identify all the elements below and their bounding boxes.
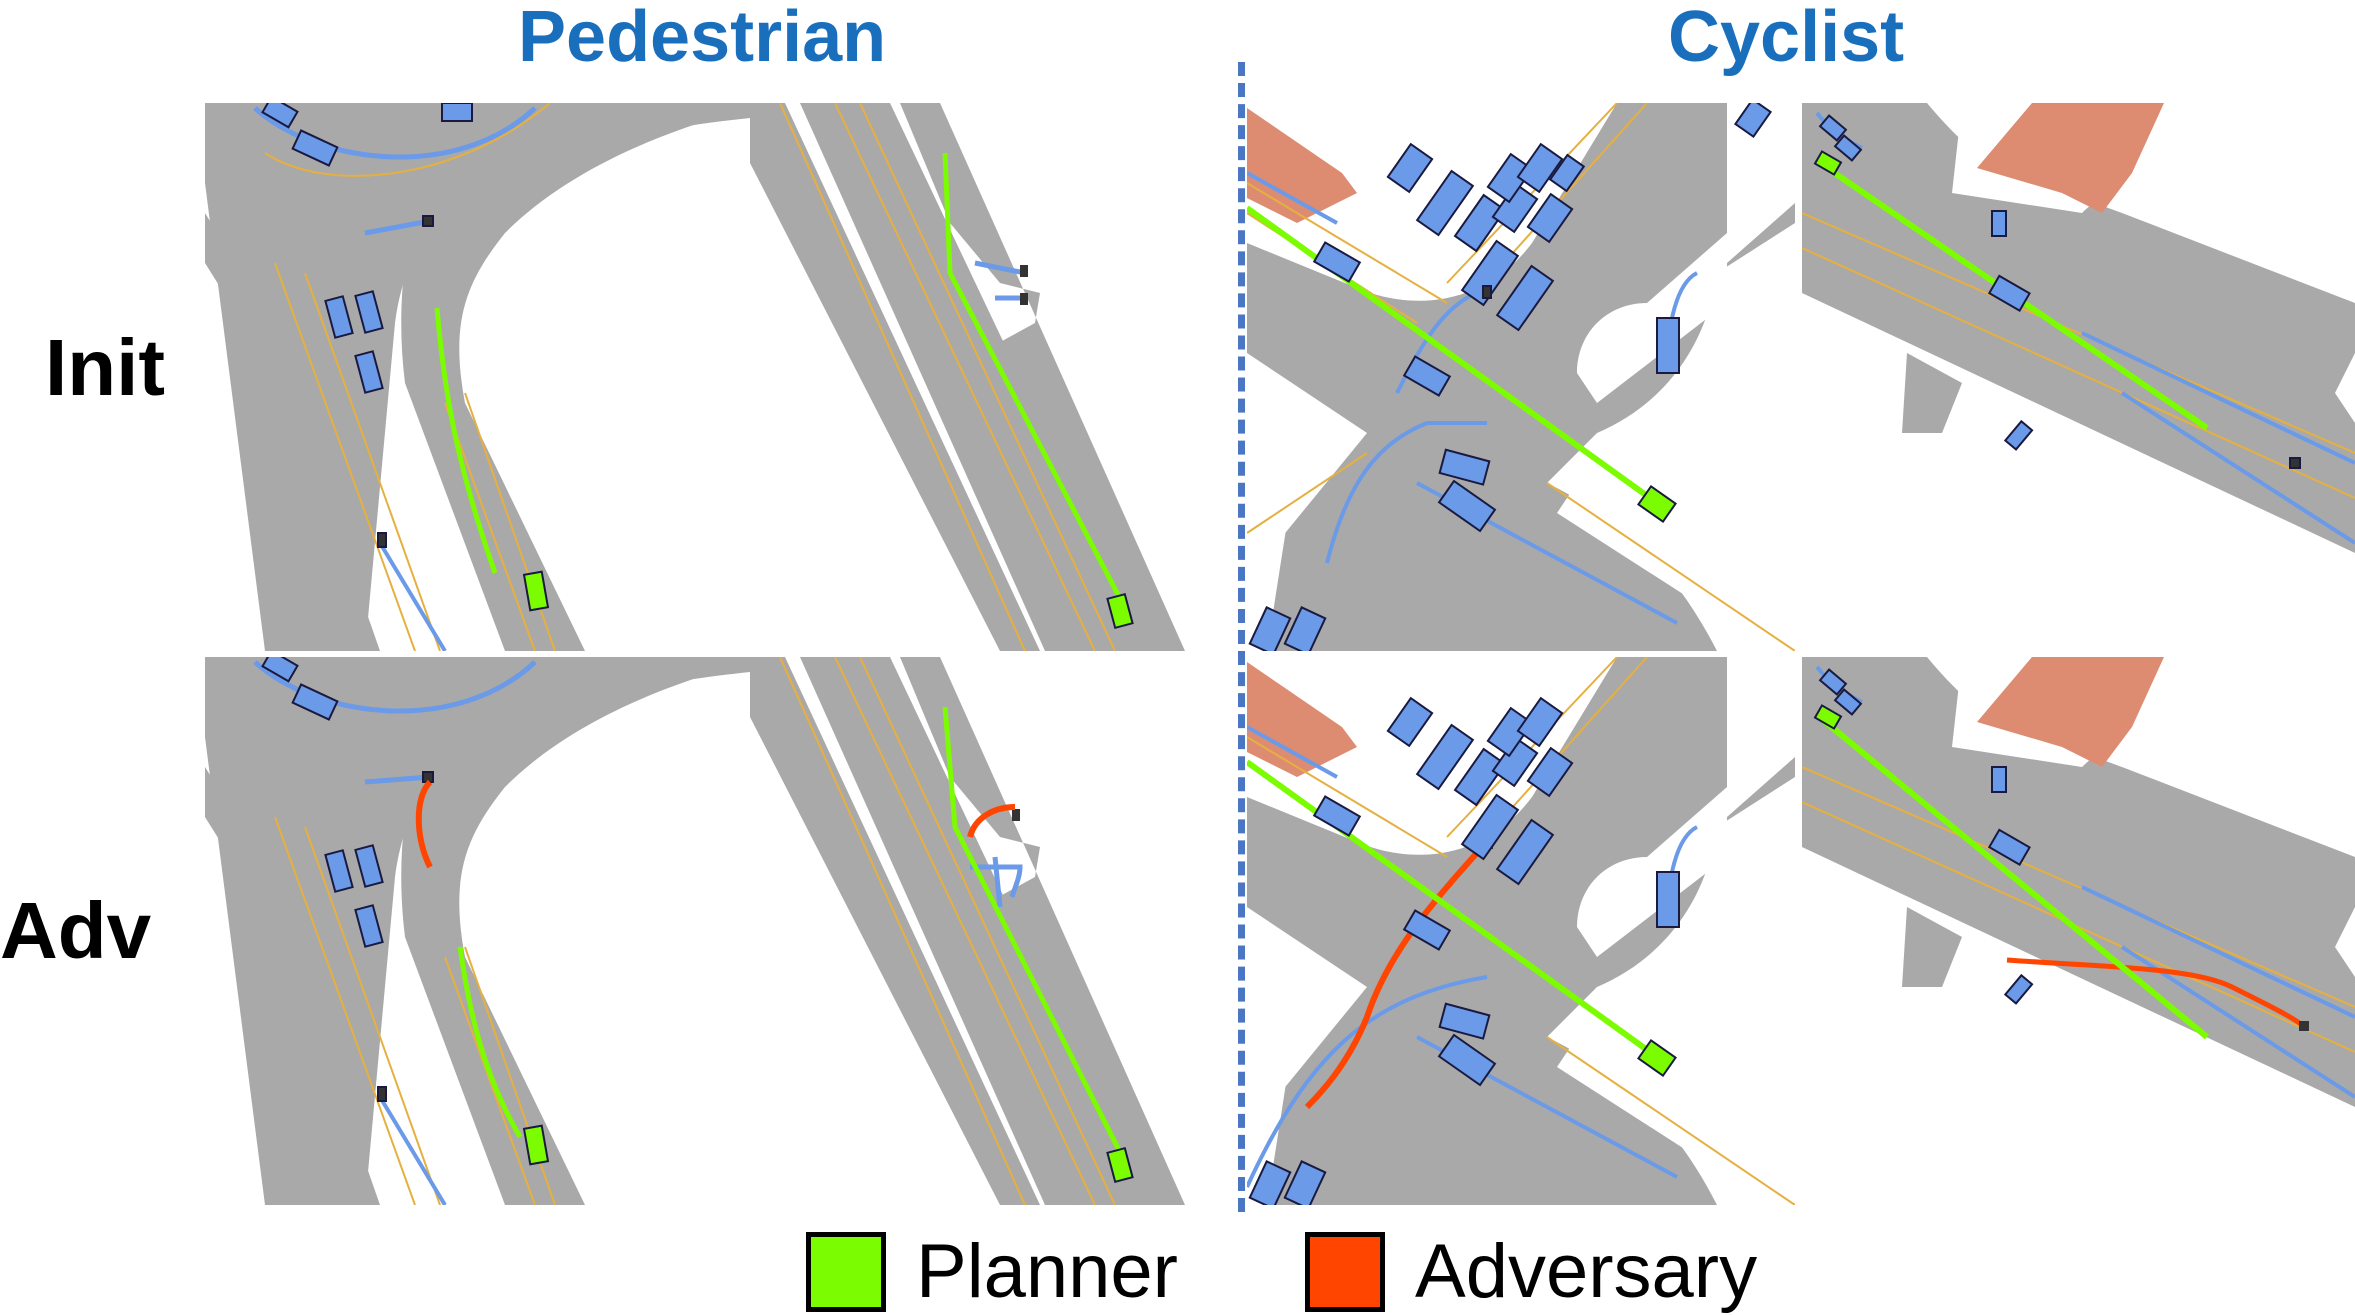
road-network bbox=[750, 657, 1185, 1205]
adversary-trajectory bbox=[415, 779, 433, 869]
planner-trajectory bbox=[434, 307, 550, 612]
planner-trajectory bbox=[1813, 704, 2209, 1040]
adv-row-label: Adv bbox=[0, 886, 152, 975]
cyclist-column-title: Cyclist bbox=[1668, 0, 1905, 77]
lane-lines bbox=[779, 103, 1116, 651]
lane-lines bbox=[779, 657, 1116, 1205]
road-network bbox=[750, 103, 1185, 651]
vehicles bbox=[1818, 114, 2301, 469]
other-trajectories bbox=[253, 106, 537, 651]
scene-pedestrian-b-init bbox=[750, 103, 1195, 651]
planner-trajectory bbox=[457, 946, 550, 1166]
scene-cyclist-a-init bbox=[1247, 103, 1795, 651]
vehicles bbox=[1818, 668, 2034, 1005]
scene-cyclist-a-adv bbox=[1247, 657, 1795, 1205]
scene-pedestrian-b-adv bbox=[750, 657, 1195, 1205]
legend-item-planner: Planner bbox=[806, 1228, 1178, 1315]
column-divider bbox=[1238, 62, 1245, 1212]
lane-lines bbox=[1802, 766, 2355, 1053]
legend-item-adversary: Adversary bbox=[1305, 1228, 1757, 1315]
vehicles bbox=[1248, 103, 1773, 651]
planner-trajectory bbox=[942, 152, 1134, 630]
planner-trajectory bbox=[942, 706, 1134, 1184]
other-trajectories bbox=[970, 809, 1023, 908]
planner-legend-label: Planner bbox=[916, 1229, 1178, 1314]
planner-trajectory bbox=[1247, 759, 1677, 1078]
vehicles bbox=[261, 103, 473, 548]
lane-lines bbox=[264, 103, 556, 651]
adversary-swatch bbox=[1305, 1231, 1385, 1312]
scene-cyclist-b-init bbox=[1802, 103, 2355, 651]
scene-pedestrian-a-adv bbox=[205, 657, 750, 1205]
scene-cyclist-b-adv bbox=[1802, 657, 2355, 1205]
road-network bbox=[205, 103, 750, 651]
road-network bbox=[205, 657, 750, 1205]
init-row-label: Init bbox=[45, 323, 165, 412]
legend: Planner Adversary bbox=[0, 1218, 2355, 1315]
adversary-trajectory bbox=[967, 804, 1016, 838]
planner-swatch bbox=[806, 1231, 886, 1312]
other-trajectories bbox=[253, 660, 537, 1205]
vehicles bbox=[261, 657, 434, 1102]
scene-pedestrian-a-init bbox=[205, 103, 750, 651]
other-trajectories bbox=[974, 260, 1028, 305]
adversary-trajectory bbox=[2006, 957, 2309, 1031]
adversary-legend-label: Adversary bbox=[1415, 1229, 1758, 1314]
vehicles bbox=[1248, 696, 1680, 1205]
pedestrian-column-title: Pedestrian bbox=[518, 0, 887, 77]
planner-trajectory bbox=[1247, 205, 1677, 524]
lane-lines bbox=[1802, 212, 2355, 499]
